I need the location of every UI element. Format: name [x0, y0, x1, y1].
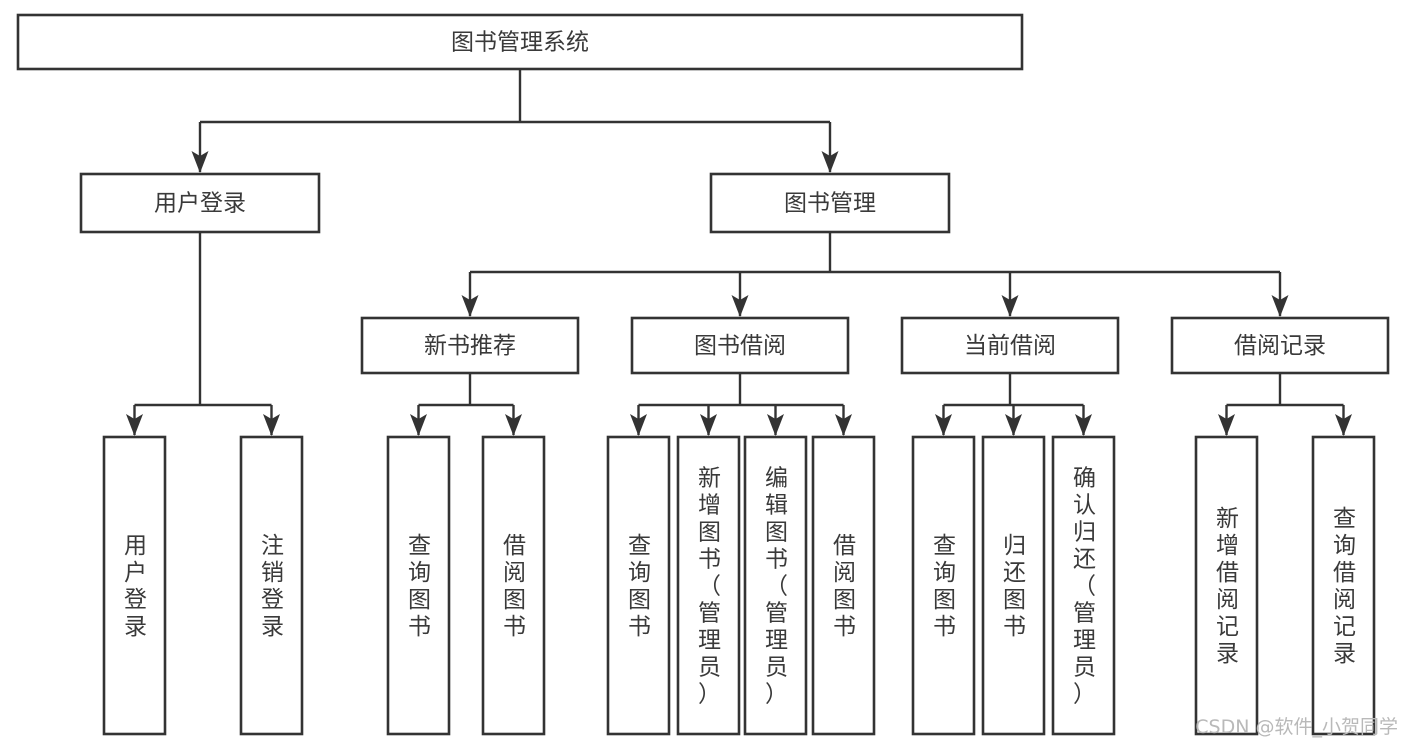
arrow-new-book-recommend-to-leaf-query-book-1: [410, 414, 427, 436]
node-leaf-add-book-rect: [676, 435, 741, 736]
node-leaf-return-book-label: 归还图书: [1003, 533, 1026, 640]
arrow-borrow-record-to-leaf-add-borrow-record: [1218, 414, 1235, 436]
node-leaf-add-borrow-record-rect: [1194, 435, 1259, 736]
arrow-book-manage-to-book-borrow: [731, 295, 749, 317]
arrow-root-to-book-manage: [821, 151, 839, 173]
node-book-manage[interactable]: 图书管理: [709, 172, 951, 234]
node-root-rect: [16, 13, 1024, 71]
node-borrow-record-label: 借阅记录: [1234, 333, 1326, 359]
node-leaf-confirm-return-label: 确认归还（管理员）: [1073, 466, 1096, 708]
arrow-root-to-user-login: [191, 151, 209, 173]
arrow-book-manage-to-current-borrow: [1001, 295, 1019, 317]
node-book-borrow[interactable]: 图书借阅: [630, 316, 850, 375]
node-leaf-query-book-3-rect: [911, 435, 976, 736]
arrow-current-borrow-to-leaf-query-book-3: [935, 414, 952, 436]
arrow-book-borrow-to-leaf-add-book: [700, 414, 717, 436]
node-leaf-user-logout[interactable]: 注销登录: [239, 435, 304, 736]
node-new-book-recommend[interactable]: 新书推荐: [360, 316, 580, 375]
node-borrow-record-rect: [1170, 316, 1390, 375]
node-leaf-user-login[interactable]: 用户登录: [102, 435, 167, 736]
node-current-borrow-rect: [900, 316, 1120, 375]
node-leaf-return-book-rect: [981, 435, 1046, 736]
node-user-login-rect: [79, 172, 321, 234]
node-leaf-query-book-1-label: 查询图书: [408, 533, 431, 640]
node-leaf-borrow-book-1-rect: [481, 435, 546, 736]
arrow-book-borrow-to-leaf-query-book-2: [630, 414, 647, 436]
node-new-book-recommend-label: 新书推荐: [424, 333, 516, 359]
node-leaf-query-book-2-rect: [606, 435, 671, 736]
node-leaf-borrow-book-2-rect: [811, 435, 876, 736]
node-leaf-query-book-1[interactable]: 查询图书: [386, 435, 451, 736]
node-book-borrow-rect: [630, 316, 850, 375]
node-leaf-query-book-2-label: 查询图书: [628, 533, 651, 640]
node-boxes-layer: 图书管理系统用户登录图书管理新书推荐图书借阅当前借阅借阅记录用户登录注销登录查询…: [16, 13, 1390, 736]
csdn-watermark: CSDN @软件_小贺同学: [1195, 716, 1398, 738]
node-leaf-query-borrow-record-rect: [1311, 435, 1376, 736]
node-leaf-borrow-book-1[interactable]: 借阅图书: [481, 435, 546, 736]
node-current-borrow[interactable]: 当前借阅: [900, 316, 1120, 375]
node-book-borrow-label: 图书借阅: [694, 333, 786, 359]
node-leaf-borrow-book-1-label: 借阅图书: [503, 533, 526, 640]
arrow-borrow-record-to-leaf-query-borrow-record: [1335, 414, 1352, 436]
node-leaf-query-book-2[interactable]: 查询图书: [606, 435, 671, 736]
node-root-label: 图书管理系统: [451, 30, 589, 56]
node-leaf-query-book-1-rect: [386, 435, 451, 736]
node-leaf-confirm-return[interactable]: 确认归还（管理员）: [1051, 435, 1116, 736]
node-new-book-recommend-rect: [360, 316, 580, 375]
arrow-current-borrow-to-leaf-confirm-return: [1075, 414, 1092, 436]
node-leaf-add-borrow-record[interactable]: 新增借阅记录: [1194, 435, 1259, 736]
node-leaf-user-logout-label: 注销登录: [261, 533, 284, 640]
node-leaf-borrow-book-2-label: 借阅图书: [833, 533, 856, 640]
node-leaf-add-book[interactable]: 新增图书（管理员）: [676, 435, 741, 736]
node-leaf-confirm-return-rect: [1051, 435, 1116, 736]
node-leaf-edit-book-label: 编辑图书（管理员）: [765, 466, 788, 708]
arrow-user-login-to-leaf-user-login: [126, 414, 143, 436]
arrow-book-manage-to-new-book-recommend: [461, 295, 479, 317]
node-leaf-add-borrow-record-label: 新增借阅记录: [1216, 506, 1239, 667]
node-leaf-user-login-label: 用户登录: [124, 533, 147, 640]
node-leaf-query-book-3[interactable]: 查询图书: [911, 435, 976, 736]
arrow-book-borrow-to-leaf-edit-book: [767, 414, 784, 436]
node-leaf-query-borrow-record[interactable]: 查询借阅记录: [1311, 435, 1376, 736]
arrow-user-login-to-leaf-user-logout: [263, 414, 280, 436]
node-user-login-label: 用户登录: [154, 191, 246, 217]
node-leaf-borrow-book-2[interactable]: 借阅图书: [811, 435, 876, 736]
node-current-borrow-label: 当前借阅: [964, 333, 1056, 359]
node-root[interactable]: 图书管理系统: [16, 13, 1024, 71]
node-leaf-user-login-rect: [102, 435, 167, 736]
node-leaf-edit-book-rect: [743, 435, 808, 736]
arrow-book-borrow-to-leaf-borrow-book-2: [835, 414, 852, 436]
connector-lines-layer: [126, 69, 1352, 436]
node-book-manage-rect: [709, 172, 951, 234]
arrow-current-borrow-to-leaf-return-book: [1005, 414, 1022, 436]
node-leaf-edit-book[interactable]: 编辑图书（管理员）: [743, 435, 808, 736]
arrow-book-manage-to-borrow-record: [1271, 295, 1289, 317]
node-leaf-query-borrow-record-label: 查询借阅记录: [1333, 506, 1356, 667]
node-user-login[interactable]: 用户登录: [79, 172, 321, 234]
node-book-manage-label: 图书管理: [784, 191, 876, 217]
node-leaf-query-book-3-label: 查询图书: [933, 533, 956, 640]
node-leaf-add-book-label: 新增图书（管理员）: [698, 466, 721, 708]
node-borrow-record[interactable]: 借阅记录: [1170, 316, 1390, 375]
arrow-new-book-recommend-to-leaf-borrow-book-1: [505, 414, 522, 436]
node-leaf-return-book[interactable]: 归还图书: [981, 435, 1046, 736]
node-leaf-user-logout-rect: [239, 435, 304, 736]
